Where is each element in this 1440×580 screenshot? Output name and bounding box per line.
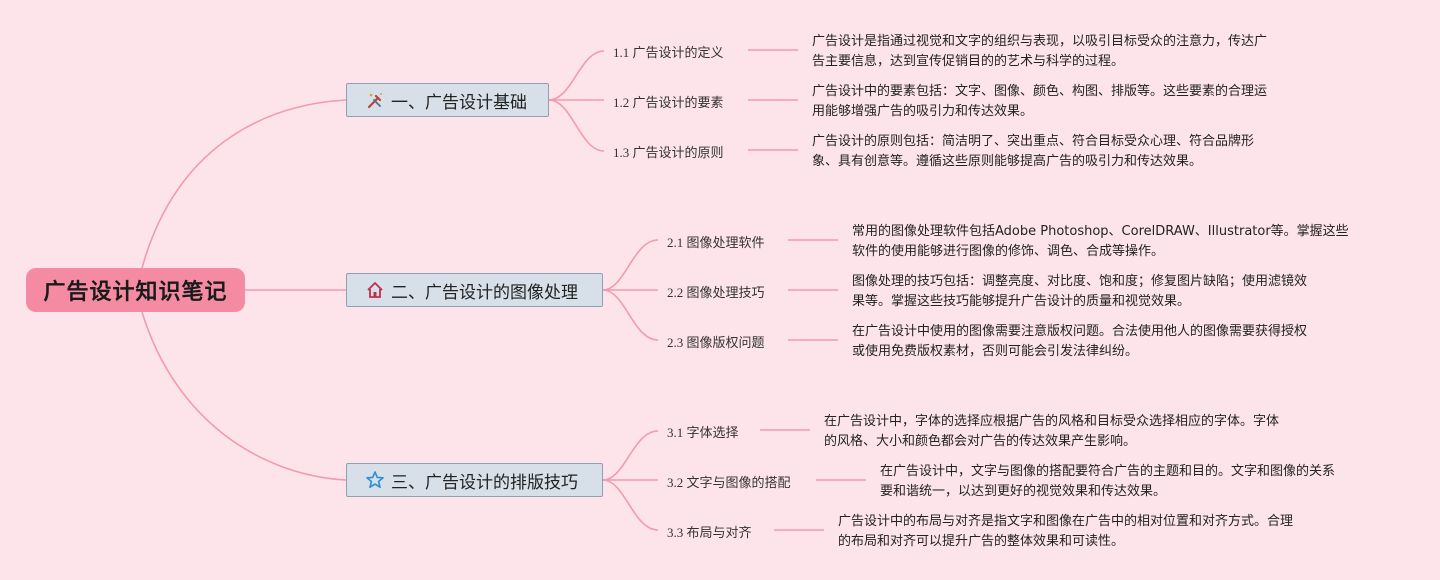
description-line: 图像处理的技巧包括：调整亮度、对比度、饱和度；修复图片缺陷；使用滤镜效 xyxy=(852,274,1308,289)
description-line: 象、具有创意等。遵循这些原则能够提高广告的吸引力和传达效果。 xyxy=(812,154,1203,169)
connector-root-branch-3 xyxy=(141,311,347,481)
description-line: 的布局和对齐可以提升广告的整体效果和可读性。 xyxy=(838,534,1125,549)
sub-node-1-2[interactable]: 1.2 广告设计的要素 xyxy=(613,95,724,110)
branch-node-layout[interactable]: 三、广告设计的排版技巧 xyxy=(346,463,603,497)
sub-node-3-3[interactable]: 3.3 布局与对齐 xyxy=(667,525,752,540)
description-2-2: 图像处理的技巧包括：调整亮度、对比度、饱和度；修复图片缺陷；使用滤镜效 果等。掌… xyxy=(852,272,1307,312)
description-line: 告主要信息，达到宣传促销目的的艺术与科学的过程。 xyxy=(812,54,1125,69)
description-2-3: 在广告设计中使用的图像需要注意版权问题。合法使用他人的图像需要获得授权 或使用免… xyxy=(852,322,1307,362)
description-line: 广告设计中的要素包括：文字、图像、颜色、构图、排版等。这些要素的合理运 xyxy=(812,84,1268,99)
description-line: 在广告设计中，文字与图像的搭配要符合广告的主题和目的。文字和图像的关系 xyxy=(880,464,1336,479)
branch-title: 二、广告设计的图像处理 xyxy=(391,282,578,303)
connector-b1-sub1 xyxy=(548,50,605,101)
sub-node-1-1[interactable]: 1.1 广告设计的定义 xyxy=(613,45,724,60)
description-line: 在广告设计中，字体的选择应根据广告的风格和目标受众选择相应的字体。字体 xyxy=(824,414,1280,429)
branch-node-basics[interactable]: 一、广告设计基础 xyxy=(346,83,549,117)
sub-node-2-1[interactable]: 2.1 图像处理软件 xyxy=(667,235,765,250)
connector-b3-sub1 xyxy=(602,430,659,481)
tools-icon xyxy=(365,90,385,110)
description-line: 果等。掌握这些技巧能够提升广告设计的质量和视觉效果。 xyxy=(852,294,1191,309)
description-line: 要和谐统一，以达到更好的视觉效果和传达效果。 xyxy=(880,484,1167,499)
description-line: 用能够增强广告的吸引力和传达效果。 xyxy=(812,104,1034,119)
description-line: 广告设计的原则包括：简洁明了、突出重点、符合目标受众心理、符合品牌形 xyxy=(812,134,1255,149)
description-3-1: 在广告设计中，字体的选择应根据广告的风格和目标受众选择相应的字体。字体 的风格、… xyxy=(824,412,1279,452)
connector-b2-sub3 xyxy=(602,289,659,341)
description-line: 软件的使用能够进行图像的修饰、调色、合成等操作。 xyxy=(852,244,1165,259)
branch-title: 三、广告设计的排版技巧 xyxy=(391,472,578,493)
description-2-1: 常用的图像处理软件包括Adobe Photoshop、CorelDRAW、Ill… xyxy=(852,222,1349,262)
sub-node-1-3[interactable]: 1.3 广告设计的原则 xyxy=(613,145,724,160)
connector-b3-sub3 xyxy=(602,479,659,531)
connector-root-branch-1 xyxy=(141,99,347,269)
connector-b1-sub3 xyxy=(548,99,605,152)
description-3-3: 广告设计中的布局与对齐是指文字和图像在广告中的相对位置和对齐方式。合理 的布局和… xyxy=(838,512,1293,552)
root-node[interactable]: 广告设计知识笔记 xyxy=(26,268,245,312)
sub-node-3-1[interactable]: 3.1 字体选择 xyxy=(667,425,739,440)
sub-node-3-2[interactable]: 3.2 文字与图像的搭配 xyxy=(667,475,791,490)
home-icon xyxy=(365,280,385,300)
branch-node-image-processing[interactable]: 二、广告设计的图像处理 xyxy=(346,273,603,307)
description-3-2: 在广告设计中，文字与图像的搭配要符合广告的主题和目的。文字和图像的关系 要和谐统… xyxy=(880,462,1335,502)
description-line: 广告设计是指通过视觉和文字的组织与表现，以吸引目标受众的注意力，传达广 xyxy=(812,34,1268,49)
description-line: 的风格、大小和颜色都会对广告的传达效果产生影响。 xyxy=(824,434,1137,449)
root-title: 广告设计知识笔记 xyxy=(43,280,228,305)
star-icon xyxy=(365,470,385,490)
description-line: 在广告设计中使用的图像需要注意版权问题。合法使用他人的图像需要获得授权 xyxy=(852,324,1308,339)
description-1-1: 广告设计是指通过视觉和文字的组织与表现，以吸引目标受众的注意力，传达广 告主要信… xyxy=(812,32,1267,72)
description-1-2: 广告设计中的要素包括：文字、图像、颜色、构图、排版等。这些要素的合理运 用能够增… xyxy=(812,82,1267,122)
description-line: 广告设计中的布局与对齐是指文字和图像在广告中的相对位置和对齐方式。合理 xyxy=(838,514,1294,529)
description-line: 或使用免费版权素材，否则可能会引发法律纠纷。 xyxy=(852,344,1139,359)
sub-node-2-2[interactable]: 2.2 图像处理技巧 xyxy=(667,285,765,300)
description-1-3: 广告设计的原则包括：简洁明了、突出重点、符合目标受众心理、符合品牌形 象、具有创… xyxy=(812,132,1254,172)
sub-node-2-3[interactable]: 2.3 图像版权问题 xyxy=(667,335,765,350)
connector-b2-sub1 xyxy=(602,239,659,291)
branch-title: 一、广告设计基础 xyxy=(391,92,527,113)
description-line: 常用的图像处理软件包括Adobe Photoshop、CorelDRAW、Ill… xyxy=(852,224,1349,239)
